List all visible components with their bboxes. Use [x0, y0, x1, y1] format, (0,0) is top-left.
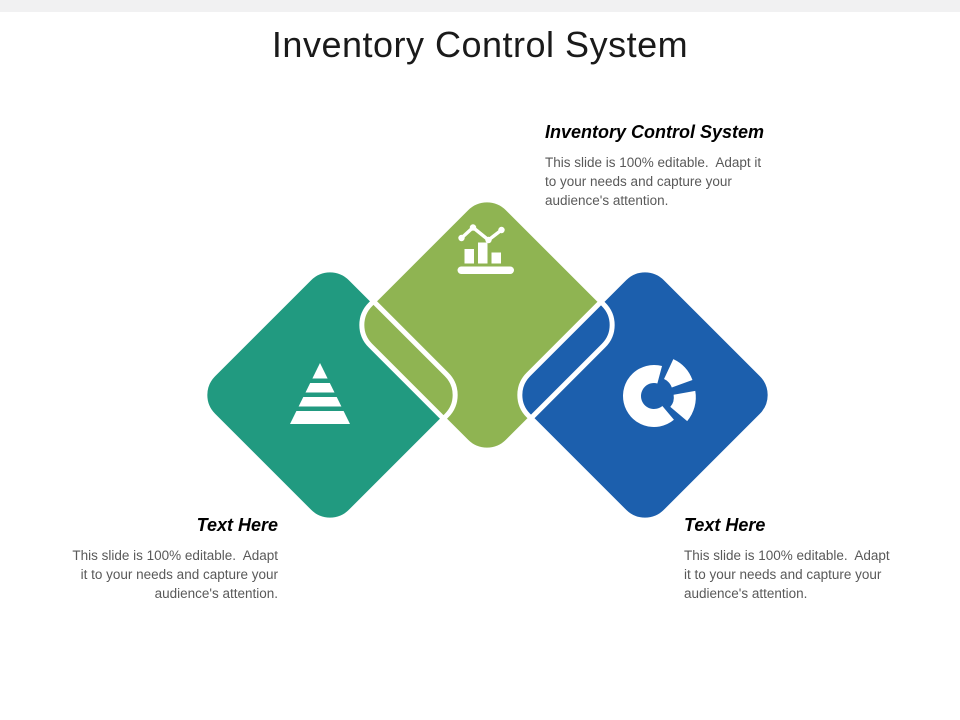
callout-bottom-right: Text Here This slide is 100% editable. A… [684, 515, 926, 603]
callout-bottom-left: Text Here This slide is 100% editable. A… [36, 515, 278, 603]
pyramid-chart-icon [286, 363, 354, 424]
callout-body-line: it to your needs and capture your [684, 567, 882, 582]
callout-top-right: Inventory Control System This slide is 1… [545, 122, 787, 210]
callout-body-line: audience's attention. [684, 586, 808, 601]
blue-diamond [519, 269, 771, 521]
callout-body-line: it to your needs and capture your [80, 567, 278, 582]
callout-body-line: to your needs and capture your [545, 174, 732, 189]
callout-heading: Text Here [684, 515, 766, 535]
callout-body-line: This slide is 100% editable. Adapt it [545, 155, 762, 170]
bar-line-chart-icon [457, 224, 514, 274]
teal-diamond-outline [202, 267, 458, 523]
callout-body-line: This slide is 100% editable. Adapt [72, 548, 278, 563]
slide-title: Inventory Control System [271, 24, 689, 65]
callout-heading: Inventory Control System [545, 122, 765, 142]
callout-body-line: audience's attention. [545, 193, 669, 208]
callout-heading: Text Here [196, 515, 278, 535]
callout-body-line: This slide is 100% editable. Adapt [684, 548, 890, 563]
callout-body-line: audience's attention. [154, 586, 278, 601]
blue-diamond-outline [517, 267, 773, 523]
green-diamond-outline [359, 197, 615, 453]
donut-chart-icon [623, 359, 696, 428]
top-margin-strip [0, 0, 960, 12]
